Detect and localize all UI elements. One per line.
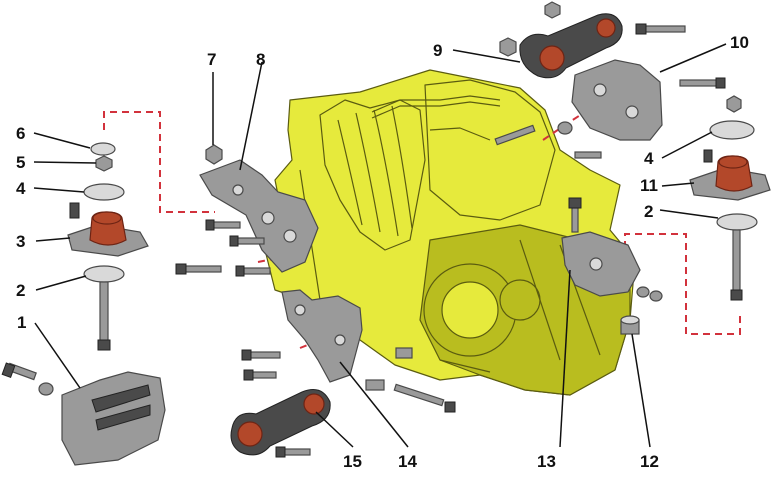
left-mount-stack — [67, 142, 149, 351]
callout-11: 11 — [640, 176, 658, 195]
washer-2-right — [716, 213, 758, 231]
washer-2-left — [83, 265, 125, 283]
leader-lines — [33, 43, 727, 448]
cylinder-head — [424, 79, 556, 221]
rubber-mount-11 — [689, 149, 771, 201]
callout-13: 13 — [537, 452, 556, 471]
callout-6: 6 — [16, 124, 25, 143]
torque-rod-9-part — [499, 1, 686, 79]
callout-1: 1 — [17, 313, 26, 332]
clutch-cover — [441, 281, 499, 339]
callout-4-left: 4 — [16, 179, 26, 198]
stud-bolt-left — [97, 281, 111, 351]
callout-7: 7 — [207, 50, 216, 69]
starter-motor — [499, 279, 541, 321]
bracket-14-hardware — [241, 347, 456, 413]
callout-12: 12 — [640, 452, 659, 471]
washer-6 — [90, 142, 116, 156]
torque-rod-9-hardware — [499, 1, 686, 57]
cover-plate-ribs — [91, 384, 151, 431]
washer-4-right — [709, 120, 755, 140]
callout-14: 14 — [398, 452, 417, 471]
callout-labels: 1 2 3 4 5 6 7 8 9 10 4 11 2 12 13 14 15 — [16, 33, 749, 471]
nut-7 — [205, 144, 223, 165]
callout-10: 10 — [730, 33, 749, 52]
bracket-14-part — [241, 289, 456, 413]
spacer-12 — [620, 315, 640, 335]
bracket-13-bolt — [568, 197, 582, 233]
manifold-runners — [337, 105, 413, 237]
right-mount-stack — [689, 95, 771, 301]
bracket-10-part — [494, 59, 726, 159]
torque-rod-15-part — [230, 389, 331, 458]
rubber-mount-3 — [67, 202, 149, 257]
callout-2-right: 2 — [644, 202, 653, 221]
stud-bolt-right — [730, 229, 743, 301]
callout-2-left: 2 — [16, 281, 25, 300]
bracket-10-hardware — [494, 77, 726, 159]
callout-5: 5 — [16, 153, 25, 172]
fuel-rail-pipes — [371, 95, 501, 141]
cover-bolt — [1, 362, 54, 396]
bracket-10 — [571, 59, 663, 141]
bracket-8-bolts — [175, 219, 271, 277]
bracket-8-part — [175, 144, 319, 277]
bracket-13-part — [561, 197, 663, 335]
callout-8: 8 — [256, 50, 265, 69]
torque-rod-15-bolt — [275, 446, 311, 458]
intake-manifold — [319, 99, 426, 251]
bracket-8 — [199, 159, 319, 273]
callout-9: 9 — [433, 41, 442, 60]
nut-5 — [95, 155, 113, 172]
callout-15: 15 — [343, 452, 362, 471]
bracket-14 — [281, 289, 363, 383]
cover-plate-part — [1, 362, 166, 466]
washer-4-left — [83, 183, 125, 201]
callout-4-right: 4 — [644, 149, 654, 168]
callout-3: 3 — [16, 232, 25, 251]
